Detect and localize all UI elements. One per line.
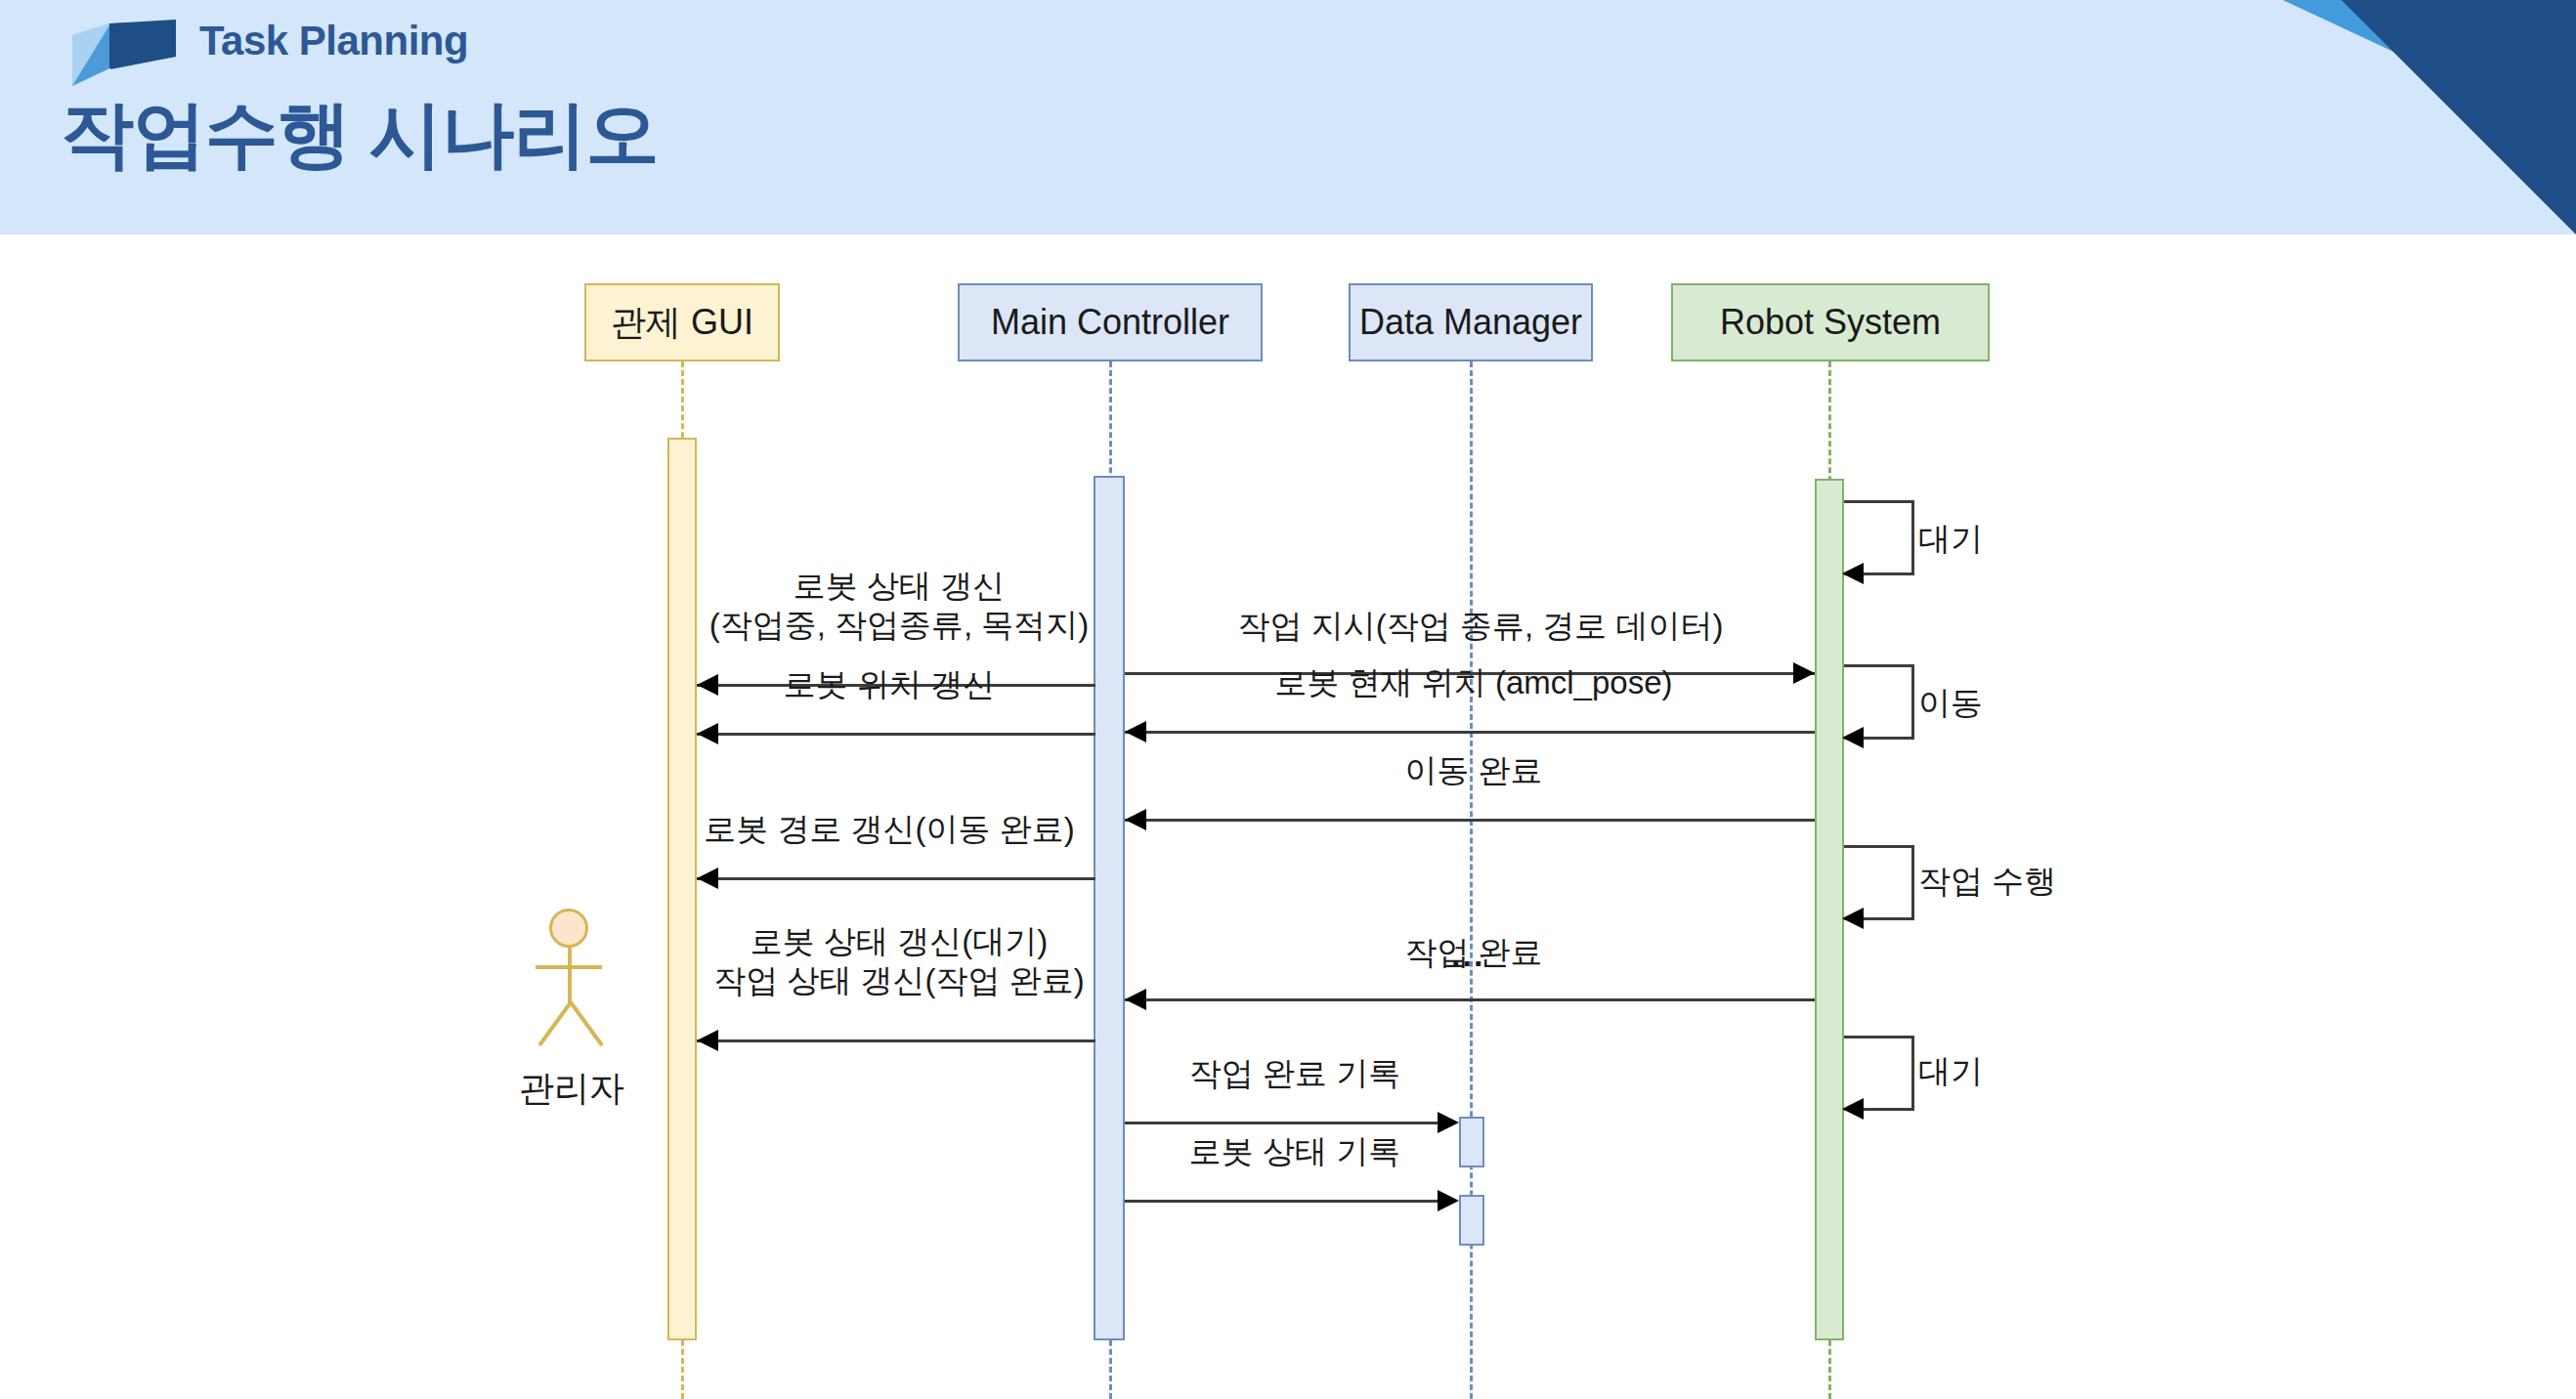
actor-arms-icon bbox=[536, 965, 602, 969]
arrow-head-m7 bbox=[1125, 989, 1146, 1010]
message-label-task-complete: 작업 완료 bbox=[1129, 934, 1819, 972]
message-line-m8 bbox=[697, 1039, 1095, 1042]
message-label-robot-path-update: 로봇 경로 갱신(이동 완료) bbox=[684, 811, 1095, 849]
lifeline-header-main-controller[interactable]: Main Controller bbox=[958, 283, 1263, 361]
self-message-label-wait-1: 대기 bbox=[1918, 518, 1983, 562]
message-label-robot-status-record: 로봇 상태 기록 bbox=[1129, 1133, 1461, 1171]
lifeline-label-gui: 관제 GUI bbox=[611, 299, 753, 347]
message-label-move-complete: 이동 완료 bbox=[1129, 752, 1819, 790]
actor-head-icon bbox=[549, 909, 588, 948]
activation-bar-data-manager-1 bbox=[1459, 1117, 1484, 1167]
arrow-head-m9 bbox=[1438, 1112, 1459, 1133]
header-eyebrow: Task Planning bbox=[199, 18, 468, 64]
actor-legs-icon bbox=[532, 1000, 610, 1047]
lifeline-header-data-manager[interactable]: Data Manager bbox=[1349, 283, 1593, 361]
message-line-m4 bbox=[697, 733, 1095, 736]
actor-body-icon bbox=[568, 948, 572, 1006]
actor-label-manager: 관리자 bbox=[494, 1065, 650, 1113]
message-label-robot-current-pose: 로봇 현재 위치 (amcl_pose) bbox=[1129, 664, 1819, 702]
message-line-m5 bbox=[1125, 819, 1815, 822]
message-label-robot-status-and-task-status: 로봇 상태 갱신(대기) 작업 상태 갱신(작업 완료) bbox=[684, 922, 1114, 1001]
self-message-move bbox=[1844, 664, 1914, 737]
arrow-head-m5 bbox=[1125, 809, 1146, 830]
message-line-m7 bbox=[1125, 998, 1815, 1001]
message-line-m10 bbox=[1125, 1200, 1441, 1203]
actor-manager bbox=[528, 909, 616, 1045]
self-message-perform-task bbox=[1844, 845, 1914, 917]
arrow-head-m8 bbox=[697, 1030, 718, 1051]
activation-bar-data-manager-2 bbox=[1459, 1195, 1484, 1246]
lifeline-label-data-manager: Data Manager bbox=[1359, 302, 1582, 343]
arrow-head-m6 bbox=[697, 868, 718, 889]
self-message-wait-1 bbox=[1844, 500, 1914, 572]
sequence-diagram: 관제 GUI Main Controller Data Manager Robo… bbox=[0, 234, 2576, 1399]
message-label-robot-position-update: 로봇 위치 갱신 bbox=[684, 666, 1095, 704]
message-line-m3 bbox=[1125, 731, 1815, 734]
arrow-head-m4 bbox=[697, 723, 718, 744]
message-line-m9 bbox=[1125, 1122, 1441, 1124]
message-line-m6 bbox=[697, 877, 1095, 880]
self-message-label-perform-task: 작업 수행 bbox=[1918, 860, 2056, 904]
self-message-label-move: 이동 bbox=[1918, 682, 1983, 726]
slide-header: Task Planning 작업수행 시나리오 bbox=[0, 0, 2576, 234]
self-message-wait-2 bbox=[1844, 1036, 1914, 1108]
lifeline-header-robot-system[interactable]: Robot System bbox=[1671, 283, 1990, 361]
self-message-label-wait-2: 대기 bbox=[1918, 1050, 1983, 1094]
page-title: 작업수행 시나리오 bbox=[61, 86, 659, 185]
lifeline-header-gui[interactable]: 관제 GUI bbox=[584, 283, 780, 361]
arrow-head-m3 bbox=[1125, 721, 1146, 742]
message-label-task-complete-record: 작업 완료 기록 bbox=[1129, 1055, 1461, 1093]
arrow-head-m10 bbox=[1438, 1190, 1459, 1211]
message-label-task-instruction: 작업 지시(작업 종류, 경로 데이터) bbox=[1129, 608, 1832, 646]
lifeline-label-main-controller: Main Controller bbox=[991, 302, 1229, 343]
corner-triangle-dark-icon bbox=[2341, 0, 2576, 234]
cube-logo-icon bbox=[64, 14, 186, 90]
lifeline-label-robot-system: Robot System bbox=[1720, 302, 1941, 343]
message-label-robot-status-update: 로봇 상태 갱신 (작업중, 작업종류, 목적지) bbox=[684, 567, 1114, 646]
